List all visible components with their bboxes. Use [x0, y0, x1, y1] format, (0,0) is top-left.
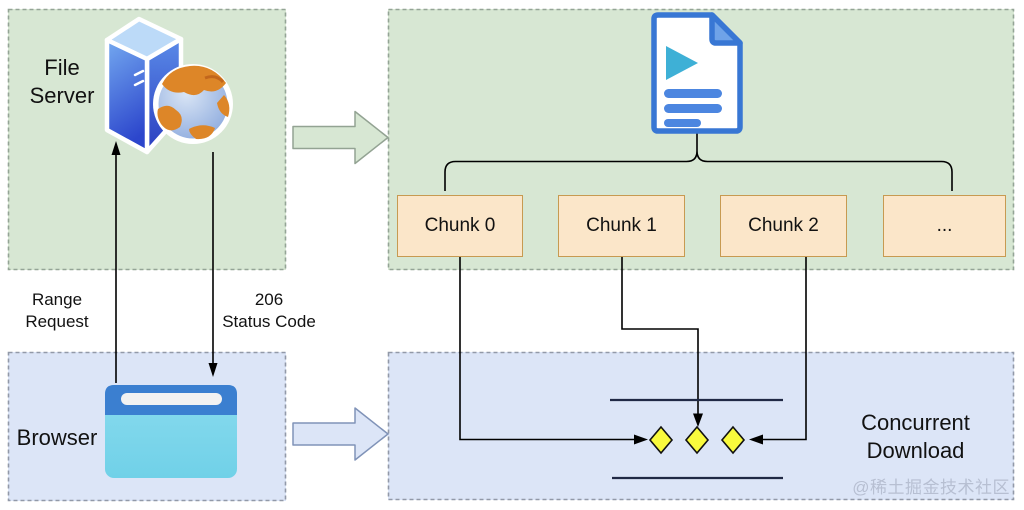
chunk-1-label: Chunk 1 — [586, 215, 657, 236]
chunk-0-label: Chunk 0 — [424, 215, 496, 236]
block-arrow-icon-top — [292, 110, 389, 165]
chunk-2-label: Chunk 2 — [748, 215, 819, 236]
watermark-text: @稀土掘金技术社区 — [852, 478, 1010, 497]
file-server-label: File Server — [29, 55, 95, 108]
status-code-label: 206 Status Code — [222, 290, 316, 331]
browser-label: Browser — [16, 425, 98, 450]
chunk-0-box: Chunk 0 — [397, 195, 523, 257]
chunk-1-box: Chunk 1 — [558, 195, 685, 257]
concurrent-download-label: Concurrent Download — [861, 410, 970, 463]
range-request-label: Range Request — [25, 290, 89, 331]
chunk-more-label: ... — [936, 215, 953, 236]
file-server-panel — [8, 9, 286, 270]
block-arrow-icon-bottom — [292, 407, 389, 461]
chunk-more-box: ... — [883, 195, 1006, 257]
chunk-2-box: Chunk 2 — [720, 195, 847, 257]
